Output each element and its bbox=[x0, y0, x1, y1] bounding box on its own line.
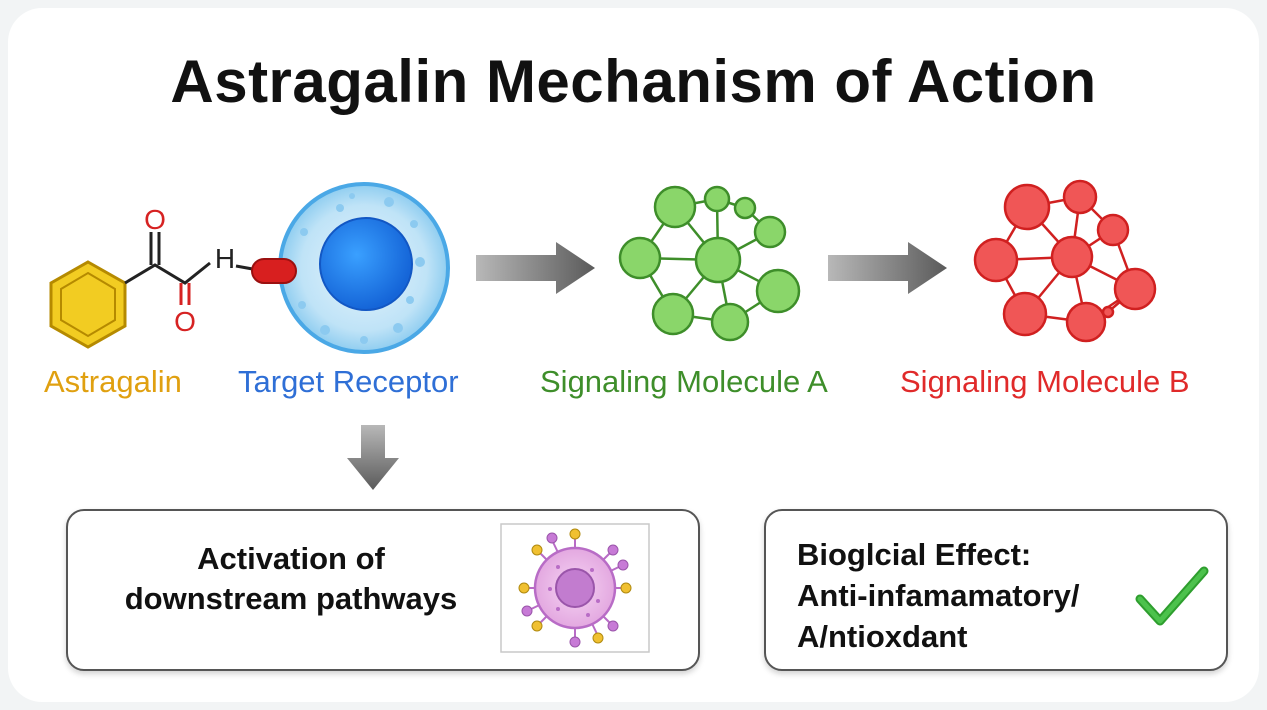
checkmark-icon bbox=[1135, 566, 1209, 626]
effect-line-1: Bioglcial Effect: bbox=[797, 537, 1032, 572]
oxygen-atom-label: O bbox=[144, 204, 166, 235]
right-arrow-icon bbox=[828, 242, 947, 294]
molecule-network-icon bbox=[973, 179, 1157, 343]
target-receptor-label: Target Receptor bbox=[238, 364, 459, 399]
oxygen-atom-label: O bbox=[174, 306, 196, 337]
pathway-line-1: Activation of bbox=[197, 541, 385, 576]
signaling-molecule-b-label: Signaling Molecule B bbox=[900, 364, 1190, 399]
signaling-molecule-a-label: Signaling Molecule A bbox=[540, 364, 828, 399]
right-arrow-icon bbox=[476, 242, 595, 294]
hexagon-molecule-icon bbox=[49, 232, 259, 349]
astragalin-label: Astragalin bbox=[44, 364, 182, 399]
cell-icon bbox=[500, 523, 650, 653]
biological-effect-box bbox=[764, 509, 1228, 671]
pathway-line-2: downstream pathways bbox=[124, 581, 458, 616]
cell-receptor-icon bbox=[251, 182, 450, 354]
molecule-network-icon bbox=[618, 185, 801, 342]
page-title: Astragalin Mechanism of Action bbox=[170, 48, 1097, 115]
hydrogen-atom-label: H bbox=[215, 243, 235, 274]
effect-line-3: A/ntioxdant bbox=[797, 619, 968, 654]
effect-line-2: Anti-infamamatory/ bbox=[797, 578, 1080, 613]
down-arrow-icon bbox=[347, 425, 399, 490]
